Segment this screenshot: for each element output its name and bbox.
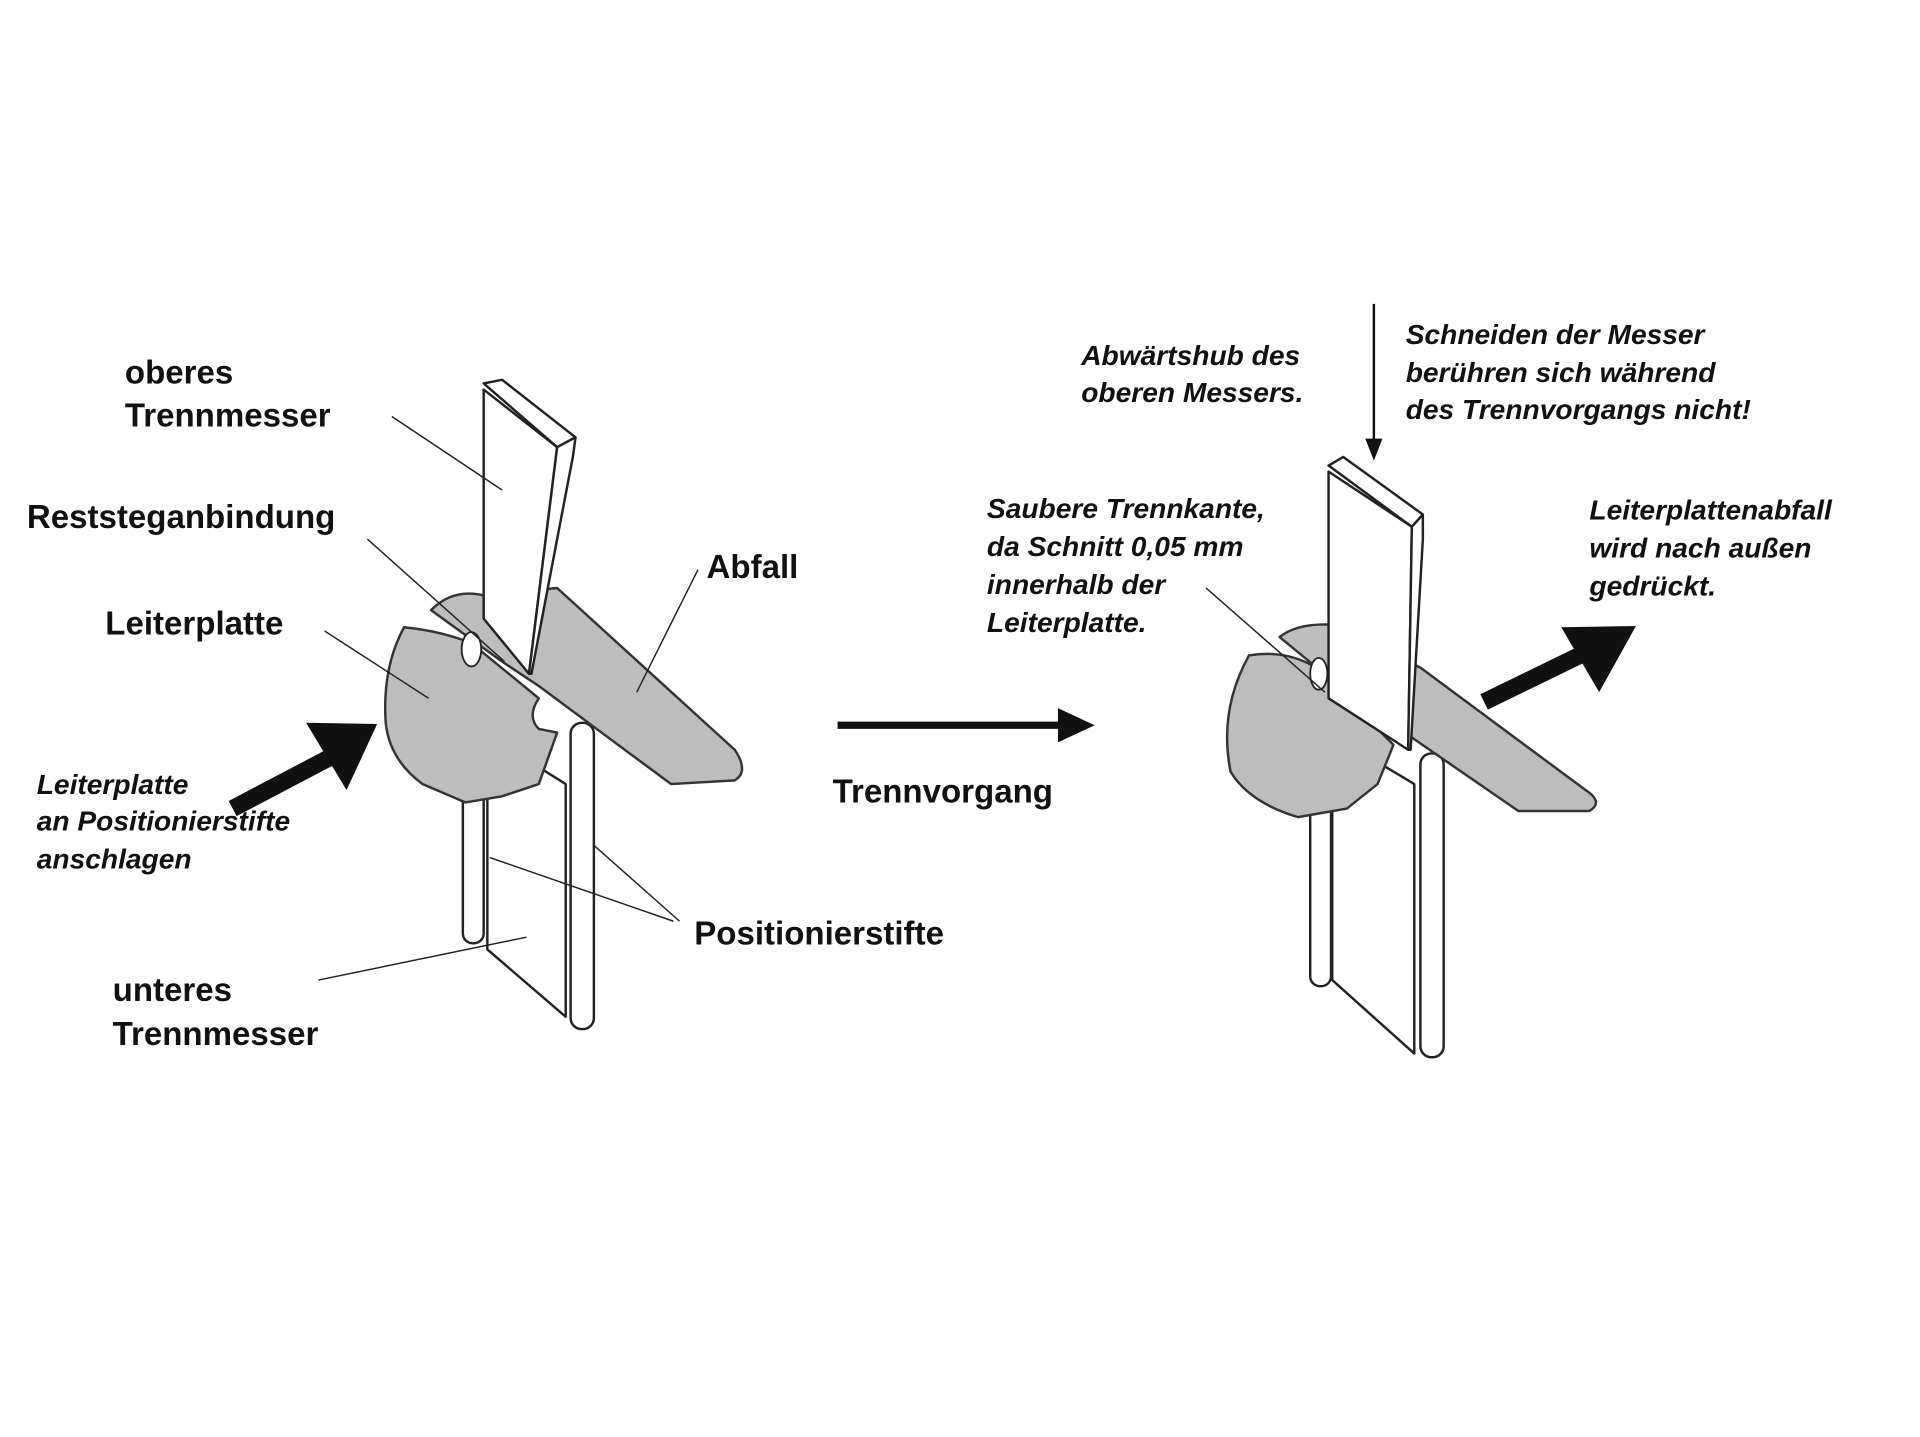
waste-note-line2: wird nach außen xyxy=(1589,532,1811,563)
downstroke-line1: Abwärtshub des xyxy=(1080,340,1300,371)
clean-edge-line4: Leiterplatte. xyxy=(987,607,1147,638)
clean-edge-line1: Saubere Trennkante, xyxy=(987,493,1265,524)
right-diagram: Abwärtshub des oberen Messers. Schneiden… xyxy=(987,303,1833,1059)
pin-hole xyxy=(1309,656,1329,691)
insert-arrow-icon xyxy=(228,722,378,817)
process-arrow: Trennvorgang xyxy=(833,708,1095,810)
positioning-pin-left xyxy=(461,782,485,945)
label-upper-knife-line2: Trennmesser xyxy=(125,397,331,434)
label-pins: Positionierstifte xyxy=(694,916,944,953)
positioning-pin-right xyxy=(1419,752,1445,1059)
clean-edge-line2: da Schnitt 0,05 mm xyxy=(987,531,1244,562)
left-diagram: oberes Trennmesser Reststeganbindung Lei… xyxy=(27,354,944,1053)
note-line2: berühren sich während xyxy=(1406,357,1717,388)
label-web-connection: Reststeganbindung xyxy=(27,499,335,536)
label-upper-knife-line1: oberes xyxy=(125,354,233,391)
label-waste: Abfall xyxy=(707,549,799,586)
lower-knife xyxy=(1331,733,1416,1055)
label-board: Leiterplatte xyxy=(105,606,283,643)
label-lower-knife-line2: Trennmesser xyxy=(113,1016,319,1053)
upper-knife-side xyxy=(527,436,577,676)
waste-note-line3: gedrückt. xyxy=(1588,570,1716,601)
downstroke-line2: oberen Messers. xyxy=(1081,377,1303,408)
waste-note-line1: Leiterplattenabfall xyxy=(1589,494,1833,525)
circuit-board xyxy=(1225,652,1395,819)
upper-knife-side xyxy=(1406,513,1425,751)
label-lower-knife-line1: unteres xyxy=(113,972,232,1009)
note-line1: Schneiden der Messer xyxy=(1406,319,1707,350)
label-process: Trennvorgang xyxy=(833,773,1053,810)
waste-out-arrow-icon xyxy=(1480,626,1636,710)
circuit-board xyxy=(384,626,559,804)
positioning-pin-right xyxy=(569,721,596,1031)
hint-line2: an Positionierstifte xyxy=(37,806,290,837)
hint-line1: Leiterplatte xyxy=(37,769,189,800)
clean-edge-line3: innerhalb der xyxy=(987,569,1167,600)
hint-line3: anschlagen xyxy=(37,844,192,875)
note-line3: des Trennvorgangs nicht! xyxy=(1406,394,1751,425)
